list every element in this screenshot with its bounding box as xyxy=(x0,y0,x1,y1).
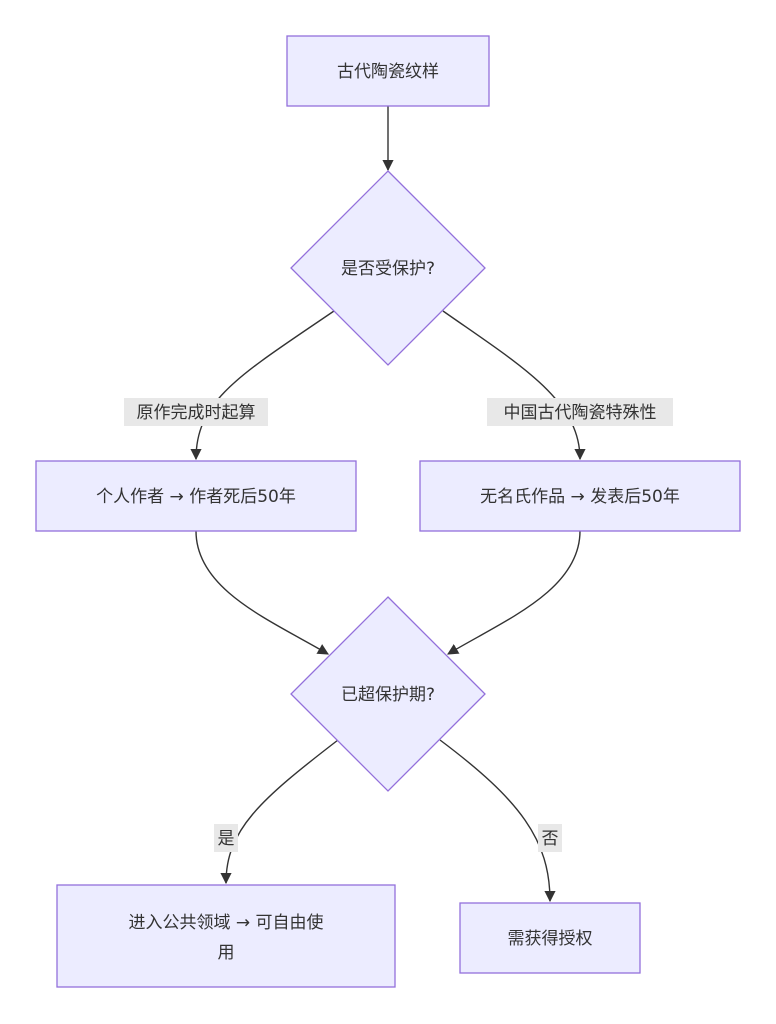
node-anonymous: 无名氏作品 → 发表后50年 xyxy=(419,460,741,532)
edge-label-yes-text: 是 xyxy=(218,829,235,849)
edge-label-left-text: 原作完成时起算 xyxy=(137,403,256,423)
node-individual-text: 个人作者 → 作者死后50年 xyxy=(96,487,296,507)
edge-label-left: 原作完成时起算 xyxy=(124,398,268,426)
edge-decision-to-anonymous xyxy=(442,310,586,461)
edge-label-yes: 是 xyxy=(214,824,238,852)
node-public-domain: 进入公共领域 → 可自由使 用 xyxy=(56,884,396,988)
edge-label-right-text: 中国古代陶瓷特殊性 xyxy=(504,403,657,423)
edge-anonymous-to-expired xyxy=(447,530,581,655)
edge-label-no: 否 xyxy=(538,824,562,852)
edge-label-right: 中国古代陶瓷特殊性 xyxy=(487,398,673,426)
edge-expired-to-public-domain xyxy=(220,739,339,885)
node-decision-protected: 是否受保护? xyxy=(290,170,486,366)
node-public-domain-text-line2: 用 xyxy=(218,943,235,963)
node-decision-expired: 已超保护期? xyxy=(290,596,486,792)
node-anonymous-text: 无名氏作品 → 发表后50年 xyxy=(480,487,680,507)
edge-label-no-text: 否 xyxy=(542,829,559,849)
node-need-license: 需获得授权 xyxy=(459,902,641,974)
edge-individual-to-expired xyxy=(195,530,329,655)
edge-expired-to-need-license xyxy=(439,739,556,903)
node-decision-expired-text: 已超保护期? xyxy=(341,685,435,705)
node-public-domain-text-line1: 进入公共领域 → 可自由使 xyxy=(128,912,323,933)
node-start: 古代陶瓷纹样 xyxy=(286,35,490,107)
node-individual: 个人作者 → 作者死后50年 xyxy=(35,460,357,532)
node-start-text: 古代陶瓷纹样 xyxy=(337,62,439,82)
node-need-license-text: 需获得授权 xyxy=(508,929,593,949)
edge-decision-to-individual xyxy=(190,310,335,461)
node-decision-protected-text: 是否受保护? xyxy=(341,259,435,279)
